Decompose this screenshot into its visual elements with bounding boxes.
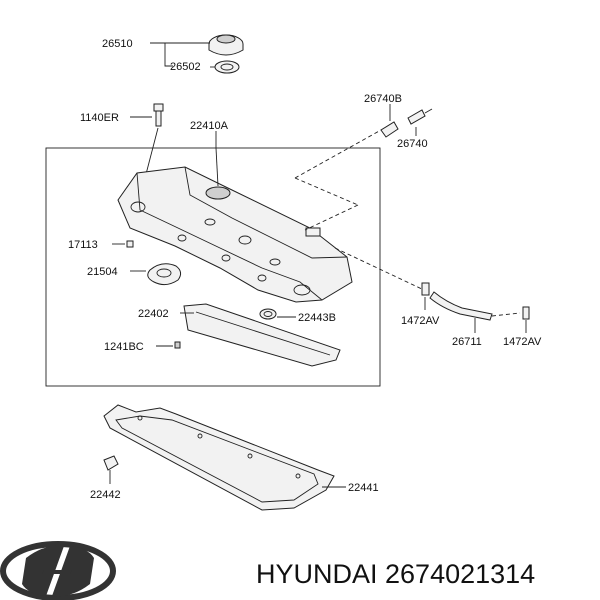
- label-1140ER: 1140ER: [80, 112, 119, 124]
- label-26711: 26711: [452, 336, 482, 348]
- gasket-22441: [103, 404, 335, 511]
- label-1241BC: 1241BC: [104, 341, 144, 353]
- plug-22442: [103, 455, 119, 471]
- label-22443B: 22443B: [298, 312, 336, 324]
- valve-cover: [117, 166, 353, 303]
- label-26502: 26502: [170, 61, 201, 73]
- brand-part-number: HYUNDAI 2674021314: [256, 559, 535, 589]
- label-21504: 21504: [87, 266, 118, 278]
- label-22441: 22441: [348, 482, 379, 494]
- label-26740B: 26740B: [364, 93, 402, 105]
- pcv-grommet: [407, 108, 433, 125]
- label-22402: 22402: [138, 308, 169, 320]
- breather-hose: [429, 291, 493, 321]
- oil-filler-cap: [208, 34, 244, 56]
- gasket-22402: [183, 303, 341, 367]
- label-22442: 22442: [90, 489, 121, 501]
- label-1472AV-right: 1472AV: [503, 336, 542, 348]
- plug-17113: [126, 240, 134, 248]
- seal-22443B: [259, 308, 277, 320]
- cover-assembly-frame: [45, 147, 381, 387]
- hose-clip-right: [522, 306, 530, 320]
- hyundai-logo-icon: [0, 541, 116, 600]
- bolt-1140ER: [153, 103, 164, 127]
- hose-clip-left: [421, 282, 430, 296]
- label-17113: 17113: [68, 239, 98, 251]
- gasket-21504: [147, 263, 182, 286]
- label-26510: 26510: [102, 38, 133, 50]
- pcv-valve: [380, 121, 399, 138]
- label-26740: 26740: [397, 138, 428, 150]
- label-22410A: 22410A: [190, 120, 229, 132]
- label-1472AV-left: 1472AV: [401, 315, 440, 327]
- bolt-1241BC: [174, 341, 181, 349]
- cap-gasket: [214, 60, 240, 74]
